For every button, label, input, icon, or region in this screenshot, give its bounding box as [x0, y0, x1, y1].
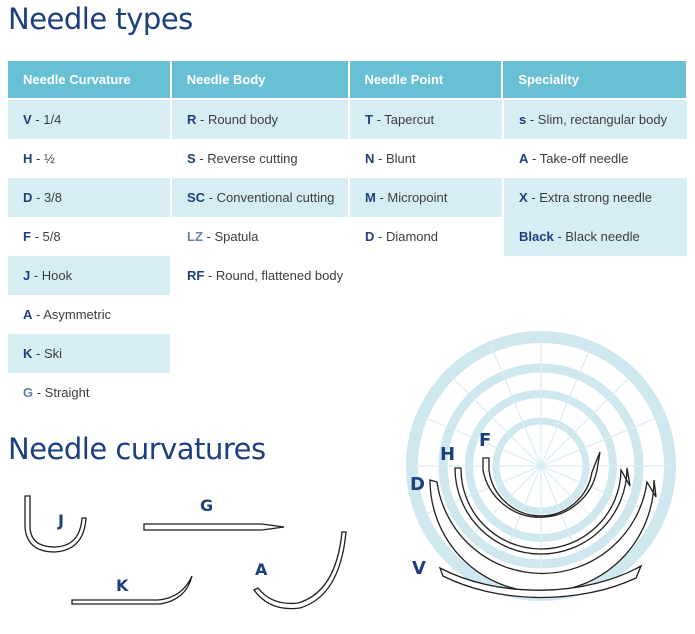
table-row: LZ - Spatula: [187, 229, 259, 244]
needle-f: [482, 451, 601, 518]
label-d: D: [410, 474, 425, 495]
table-row: R - Round body: [172, 100, 348, 139]
table-row: Black - Black needle: [504, 217, 687, 256]
table-row: M - Micropoint: [350, 178, 502, 217]
table-row: N - Blunt: [365, 151, 416, 166]
label-j: J: [58, 511, 64, 530]
label-k: K: [116, 576, 129, 595]
needle-j: [24, 495, 87, 553]
curvature-spokes: [412, 337, 670, 595]
table-row: V - 1/4: [8, 100, 170, 139]
needle-a: [253, 531, 347, 610]
point-column: T - Tapercut N - Blunt M - Micropoint D …: [350, 100, 502, 256]
table-row: s - Slim, rectangular body: [504, 100, 687, 139]
curvature-column: V - 1/4 H - ½ D - 3/8 F - 5/8 J - Hook A…: [8, 100, 170, 412]
needle-types-table: Needle Curvature Needle Body Needle Poin…: [8, 61, 687, 400]
table-row: RF - Round, flattened body: [187, 268, 344, 283]
label-a: A: [255, 560, 268, 579]
header-needle-body: Needle Body: [171, 61, 348, 98]
speciality-column: s - Slim, rectangular body A - Take-off …: [504, 100, 687, 256]
table-row: F - 5/8: [23, 229, 61, 244]
label-f: F: [479, 430, 492, 451]
table-row: D - Diamond: [365, 229, 438, 244]
needle-g: [143, 523, 285, 531]
table-row: X - Extra strong needle: [504, 178, 687, 217]
body-column: R - Round body S - Reverse cutting SC - …: [172, 100, 348, 295]
needle-d: [429, 479, 657, 593]
table-header-row: Needle Curvature Needle Body Needle Poin…: [8, 61, 686, 98]
needle-h: [454, 467, 631, 555]
label-g: G: [200, 496, 214, 515]
table-row: H - ½: [23, 151, 55, 166]
page-title: Needle types: [8, 2, 193, 36]
table-row: T - Tapercut: [350, 100, 502, 139]
table-row: G - Straight: [23, 385, 90, 400]
table-row: J - Hook: [8, 256, 170, 295]
header-needle-curvature: Needle Curvature: [8, 61, 170, 98]
header-needle-point: Needle Point: [349, 61, 502, 98]
table-row: A - Take-off needle: [519, 151, 629, 166]
single-needles: [24, 495, 347, 610]
nested-needles: [429, 451, 657, 599]
table-row: K - Ski: [8, 334, 170, 373]
label-v: V: [412, 558, 426, 579]
header-speciality: Speciality: [503, 61, 686, 98]
section-title: Needle curvatures: [8, 432, 266, 466]
needle-k: [71, 575, 193, 605]
table-row: A - Asymmetric: [23, 307, 112, 322]
table-row: D - 3/8: [8, 178, 170, 217]
table-row: SC - Conventional cutting: [172, 178, 348, 217]
label-h: H: [440, 444, 456, 465]
needle-v: [438, 564, 643, 599]
table-row: S - Reverse cutting: [187, 151, 298, 166]
